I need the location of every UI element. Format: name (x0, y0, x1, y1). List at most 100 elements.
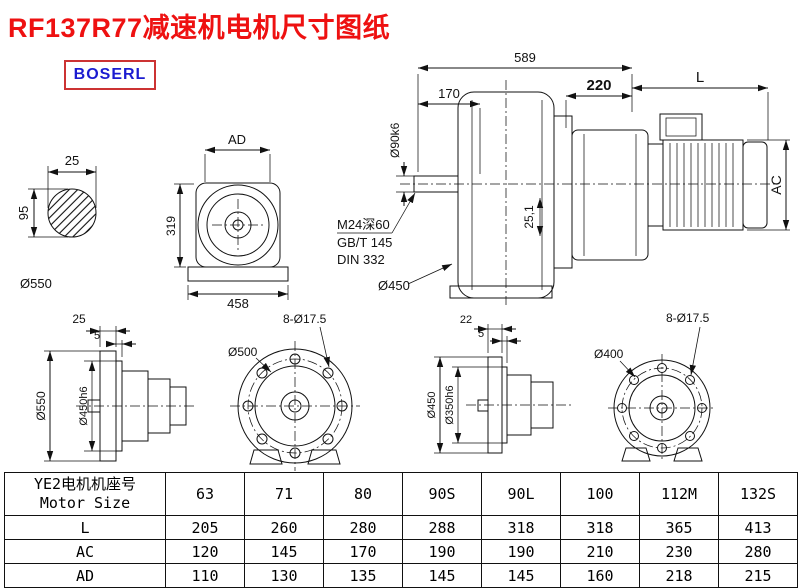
table-cell: 145 (244, 539, 324, 564)
col-header-63: 63 (165, 472, 245, 516)
label-bolt-holes-175: 8-Ø17.5 (666, 311, 710, 325)
motor-size-table: YE2电机机座号 Motor Size 63 71 80 90S 90L 100… (4, 472, 798, 588)
table-cell: 190 (402, 539, 482, 564)
table-cell: 318 (481, 515, 561, 540)
dim-adapter-length: 220 (586, 77, 611, 94)
col-header-90L: 90L (481, 472, 561, 516)
fan-cover (742, 141, 768, 229)
label-bolt-circle-400: Ø400 (594, 347, 624, 361)
dim-shaft-diameter: Ø90k6 (388, 122, 402, 158)
table-cell: 260 (244, 515, 324, 540)
bolt-hole (629, 431, 639, 441)
table-row-L: L 205 260 280 288 318 318 365 413 (4, 515, 798, 540)
table-cell: 280 (718, 539, 798, 564)
dim-motor-height-AC: AC (768, 175, 784, 194)
col-header-80: 80 (323, 472, 403, 516)
view-flange-550-front: Ø500 8-Ø17.5 (228, 312, 360, 471)
table-header-row: YE2电机机座号 Motor Size 63 71 80 90S 90L 100… (4, 472, 798, 516)
motor-endbell (647, 143, 664, 227)
motor-body (662, 139, 744, 231)
shaft-stub (477, 399, 489, 412)
label-tap-hole: M24深60 (337, 217, 390, 232)
table-header-cn: YE2电机机座号 (33, 474, 137, 493)
dim-key-width: 25 (65, 153, 79, 168)
leader-line (255, 357, 272, 373)
terminal-box (659, 113, 703, 141)
gearbox-front-feet (187, 266, 289, 282)
table-cell: 215 (718, 563, 798, 588)
leader-line (619, 360, 636, 378)
shaft-section-circle (47, 188, 97, 238)
dim-spigot-depth-5: 5 (94, 330, 100, 342)
dim-spigot-depth-5: 5 (478, 328, 484, 340)
label-bolt-circle-500: Ø500 (228, 345, 258, 359)
foot-left (621, 447, 651, 462)
table-header-en: Motor Size (39, 494, 131, 512)
bolt-hole (289, 353, 301, 365)
terminal-box-lid (665, 117, 697, 137)
brand-logo: BOSERL (64, 60, 156, 90)
row-label-AC: AC (4, 539, 166, 564)
foot-right (307, 449, 341, 465)
table-cell: 365 (639, 515, 719, 540)
table-cell: 318 (560, 515, 640, 540)
boss-circle (197, 184, 279, 266)
table-cell: 190 (481, 539, 561, 564)
bolt-holes (242, 353, 348, 459)
label-tap-standard-1: GB/T 145 (337, 235, 392, 250)
table-cell: 120 (165, 539, 245, 564)
table-cell: 170 (323, 539, 403, 564)
foot-left (249, 449, 283, 465)
boss-circle (206, 193, 270, 257)
intermediate-flange (553, 115, 573, 269)
bolt-hole (657, 443, 667, 453)
dim-spigot-450h6: Ø450h6 (78, 386, 90, 425)
table-cell: 218 (639, 563, 719, 588)
dim-flange-od-550: Ø550 (34, 391, 48, 421)
dim-flange-od-450: Ø450 (426, 392, 438, 419)
bolt-hole (685, 431, 695, 441)
table-cell: 145 (481, 563, 561, 588)
leader-line (391, 192, 416, 234)
leader-line (407, 263, 453, 285)
bolt-hole (629, 375, 639, 385)
dim-flange-thickness-22: 22 (460, 314, 472, 326)
dim-motor-length-L: L (696, 69, 704, 86)
col-header-100: 100 (560, 472, 640, 516)
table-cell: 288 (402, 515, 482, 540)
bolt-hole (256, 433, 268, 445)
motor-fins (669, 143, 734, 227)
col-header-132S: 132S (718, 472, 798, 516)
dim-spigot-350h6: Ø350h6 (444, 385, 456, 424)
bolt-hole (657, 363, 667, 373)
bolt-hole (242, 400, 254, 412)
label-shaft-diameter-550: Ø550 (20, 276, 52, 291)
foot-right (673, 447, 703, 462)
label-bolt-holes-175: 8-Ø17.5 (283, 312, 327, 326)
housing-step (530, 381, 554, 429)
view-gearbox-front: AD 319 458 (164, 132, 289, 311)
page-title: RF137R77减速机电机尺寸图纸 (8, 13, 391, 43)
table-header-motor-size: YE2电机机座号 Motor Size (4, 472, 166, 516)
col-header-90S: 90S (402, 472, 482, 516)
table-cell: 160 (560, 563, 640, 588)
dim-shaft-length: 170 (438, 86, 460, 101)
dim-key-height: 95 (16, 206, 31, 220)
dim-keyway: 25,1 (522, 205, 536, 229)
gearbox-foot (449, 285, 553, 299)
table-cell: 205 (165, 515, 245, 540)
view-main-side: 589 170 220 L Ø90k6 M24深60 GB/T 145 DIN … (337, 50, 790, 305)
input-stage-housing (571, 129, 649, 261)
leader-line (689, 326, 701, 376)
view-output-shaft-section: 25 95 Ø550 (16, 153, 97, 291)
table-cell: 230 (639, 539, 719, 564)
table-cell: 210 (560, 539, 640, 564)
label-tap-standard-2: DIN 332 (337, 252, 385, 267)
table-row-AD: AD 110 130 135 145 145 160 218 215 (4, 563, 798, 588)
bolt-hole (322, 433, 334, 445)
bolt-hole (697, 403, 707, 413)
col-header-112M: 112M (639, 472, 719, 516)
label-flange-diameter-450: Ø450 (378, 278, 410, 293)
bolt-hole (617, 403, 627, 413)
